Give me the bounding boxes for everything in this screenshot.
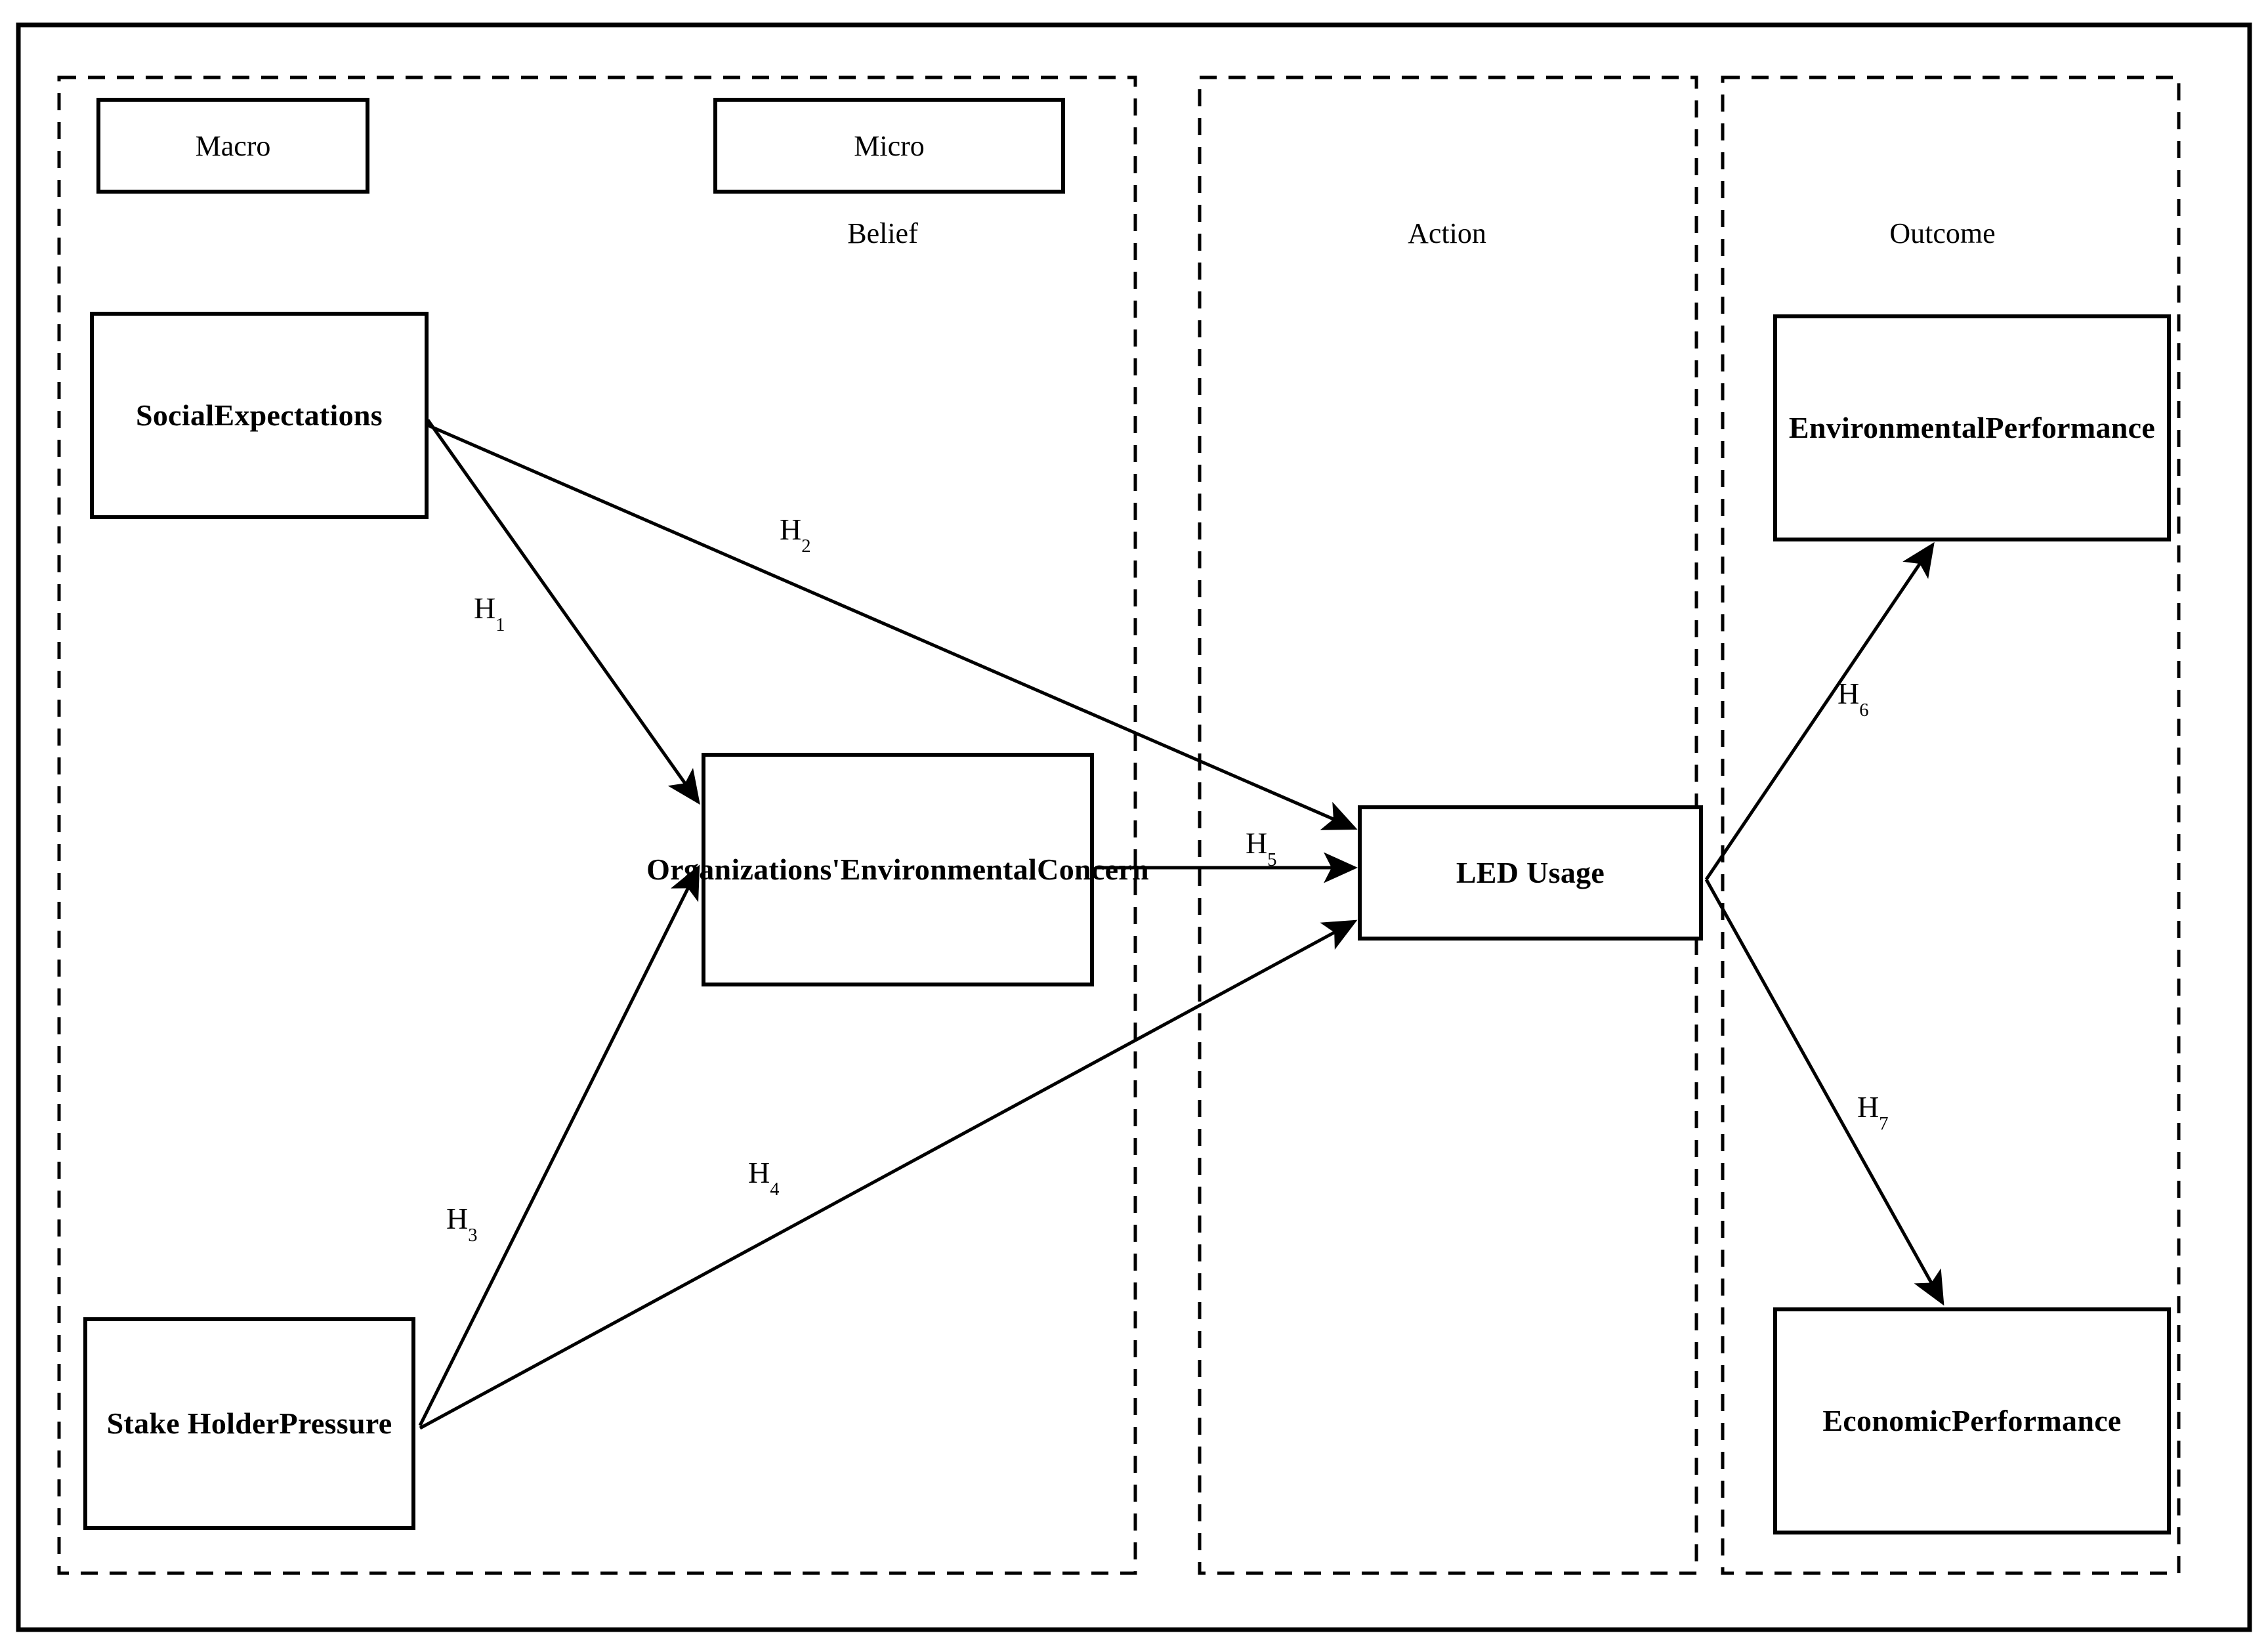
panel-border-belief bbox=[57, 75, 1137, 1575]
arrow-H4 bbox=[419, 920, 1358, 1430]
outer-frame bbox=[16, 22, 2252, 1632]
tag-box-macro bbox=[96, 98, 369, 194]
node-box-led-usage bbox=[1358, 805, 1703, 941]
arrow-H7 bbox=[1704, 878, 1944, 1306]
arrow-H1 bbox=[426, 419, 700, 805]
node-box-environmental-performance bbox=[1773, 314, 2171, 541]
arrow-H3 bbox=[418, 864, 700, 1427]
node-box-economic-performance bbox=[1773, 1307, 2171, 1534]
arrow-H6 bbox=[1704, 541, 1935, 881]
outer-frame-rect bbox=[16, 22, 2252, 1632]
tag-boxes bbox=[96, 98, 1065, 194]
node-box-stakeholder-pressure bbox=[83, 1317, 415, 1530]
node-boxes bbox=[83, 312, 2171, 1534]
panel-border-outcome bbox=[1721, 75, 2181, 1575]
hypothesis-arrows bbox=[418, 419, 1944, 1430]
tag-box-micro bbox=[713, 98, 1065, 194]
node-box-org-env-concern bbox=[702, 753, 1094, 986]
node-box-social-expectations bbox=[90, 312, 429, 519]
arrow-H2 bbox=[427, 423, 1358, 830]
